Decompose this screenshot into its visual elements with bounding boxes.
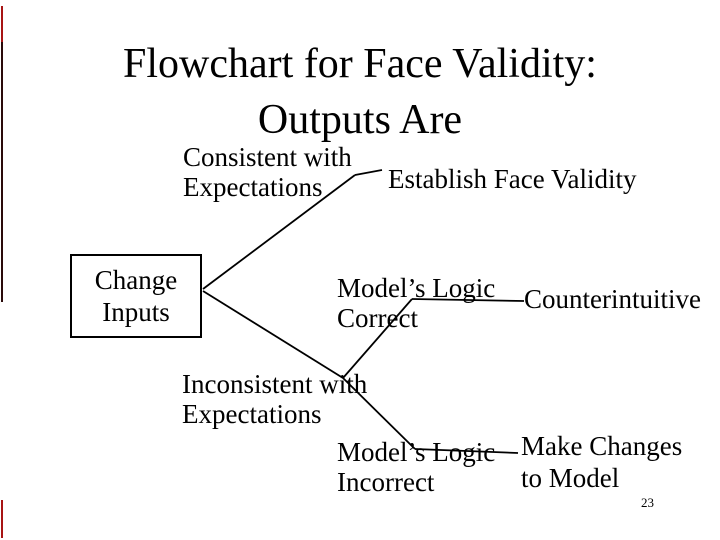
node-change-inputs-line2: Inputs — [102, 297, 170, 327]
node-change-inputs-box: Change Inputs — [70, 254, 202, 338]
node-models-logic-incorrect-line2: Incorrect — [337, 467, 435, 497]
node-models-logic-incorrect: Model’s Logic Incorrect — [337, 437, 495, 497]
node-consistent-with-expectations: Consistent with Expectations — [183, 142, 352, 202]
node-inconsistent-line2: Expectations — [182, 399, 322, 429]
box-to-lower-junction-diagonal — [202, 290, 344, 379]
node-models-logic-incorrect-line1: Model’s Logic — [337, 437, 496, 467]
node-establish-face-validity: Establish Face Validity — [388, 164, 637, 194]
node-models-logic-correct-line2: Correct — [337, 303, 418, 333]
node-consistent-line2: Expectations — [183, 172, 323, 202]
slide-title-line2: Outputs Are — [257, 97, 463, 143]
node-consistent-line1: Consistent with — [183, 142, 352, 172]
slide-title-line1: Flowchart for Face Validity: — [123, 41, 597, 87]
node-models-logic-correct-line1: Model’s Logic — [337, 273, 496, 303]
slide-title: Flowchart for Face Validity: Outputs Are — [0, 36, 720, 148]
node-make-changes-line2: to Model — [521, 463, 620, 493]
node-inconsistent-line1: Inconsistent with — [182, 369, 368, 399]
node-make-changes-line1: Make Changes — [521, 431, 683, 461]
page-number: 23 — [641, 495, 654, 510]
node-inconsistent-with-expectations: Inconsistent with Expectations — [182, 369, 367, 429]
node-counterintuitive: Counterintuitive — [524, 284, 701, 314]
consistent-to-establish-tick — [354, 169, 383, 176]
node-make-changes-to-model: Make Changes to Model — [521, 430, 682, 494]
node-models-logic-correct: Model’s Logic Correct — [337, 273, 495, 333]
node-change-inputs-line1: Change — [94, 265, 178, 295]
